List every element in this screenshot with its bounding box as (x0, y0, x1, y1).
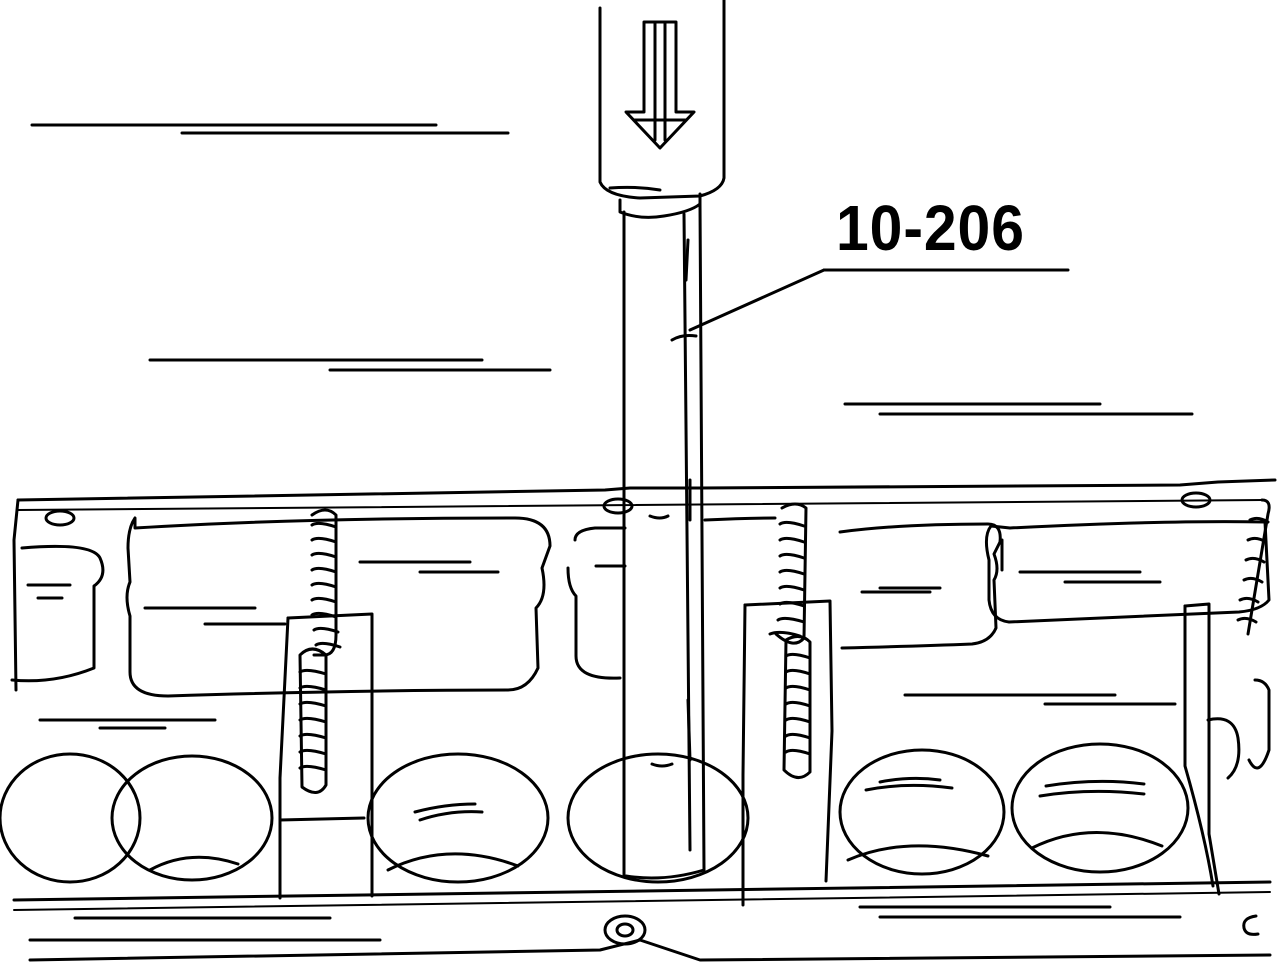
valve-guide-bosses (278, 599, 1241, 907)
cylinder-head (0, 478, 1277, 962)
shading-lines (28, 123, 1194, 942)
tool-number-label: 10-206 (836, 192, 1025, 264)
special-tool-10-206 (598, 0, 726, 880)
valve-springs (298, 498, 1271, 794)
callout-leader (688, 268, 1070, 332)
